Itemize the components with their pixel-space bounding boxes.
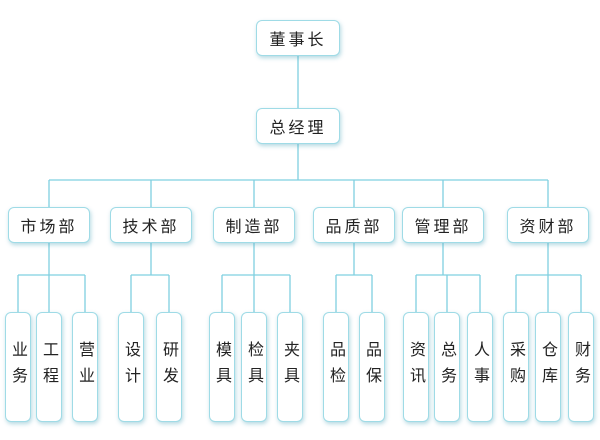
unit-label: 总务 (438, 341, 457, 393)
unit-box[interactable]: 工程 (36, 312, 62, 422)
department-box[interactable]: 品质部 (313, 207, 395, 243)
unit-box[interactable]: 品保 (359, 312, 385, 422)
unit-label: 人事 (471, 341, 490, 393)
unit-box[interactable]: 研发 (156, 312, 182, 422)
unit-label: 财务 (572, 341, 591, 393)
chairman-label: 董事长 (269, 30, 327, 49)
unit-label: 品检 (327, 341, 346, 393)
unit-box[interactable]: 设计 (118, 312, 144, 422)
unit-box[interactable]: 资讯 (403, 312, 429, 422)
unit-label: 仓库 (539, 341, 558, 393)
unit-label: 营业 (76, 341, 95, 393)
unit-box[interactable]: 检具 (241, 312, 267, 422)
unit-box[interactable]: 财务 (568, 312, 594, 422)
department-box[interactable]: 管理部 (402, 207, 484, 243)
general-manager-label: 总经理 (269, 118, 327, 137)
unit-label: 工程 (40, 341, 59, 393)
unit-box[interactable]: 总务 (434, 312, 460, 422)
unit-label: 资讯 (407, 341, 426, 393)
department-label: 技术部 (122, 217, 180, 236)
department-label: 市场部 (20, 217, 78, 236)
unit-label: 模具 (213, 341, 232, 393)
chairman-box[interactable]: 董事长 (256, 20, 340, 56)
department-box[interactable]: 资财部 (507, 207, 589, 243)
unit-box[interactable]: 仓库 (535, 312, 561, 422)
department-label: 品质部 (325, 217, 383, 236)
unit-label: 夹具 (281, 341, 300, 393)
unit-box[interactable]: 营业 (72, 312, 98, 422)
unit-label: 研发 (160, 341, 179, 393)
unit-box[interactable]: 模具 (209, 312, 235, 422)
general-manager-box[interactable]: 总经理 (256, 108, 340, 144)
unit-box[interactable]: 人事 (467, 312, 493, 422)
unit-label: 品保 (363, 341, 382, 393)
unit-box[interactable]: 品检 (323, 312, 349, 422)
unit-box[interactable]: 夹具 (277, 312, 303, 422)
department-box[interactable]: 技术部 (110, 207, 192, 243)
department-label: 管理部 (414, 217, 472, 236)
unit-label: 采购 (507, 341, 526, 393)
unit-box[interactable]: 采购 (503, 312, 529, 422)
department-box[interactable]: 制造部 (213, 207, 295, 243)
unit-label: 检具 (245, 341, 264, 393)
department-label: 资财部 (519, 217, 577, 236)
unit-label: 业务 (9, 341, 28, 393)
unit-label: 设计 (122, 341, 141, 393)
unit-box[interactable]: 业务 (5, 312, 31, 422)
department-label: 制造部 (225, 217, 283, 236)
department-box[interactable]: 市场部 (8, 207, 90, 243)
